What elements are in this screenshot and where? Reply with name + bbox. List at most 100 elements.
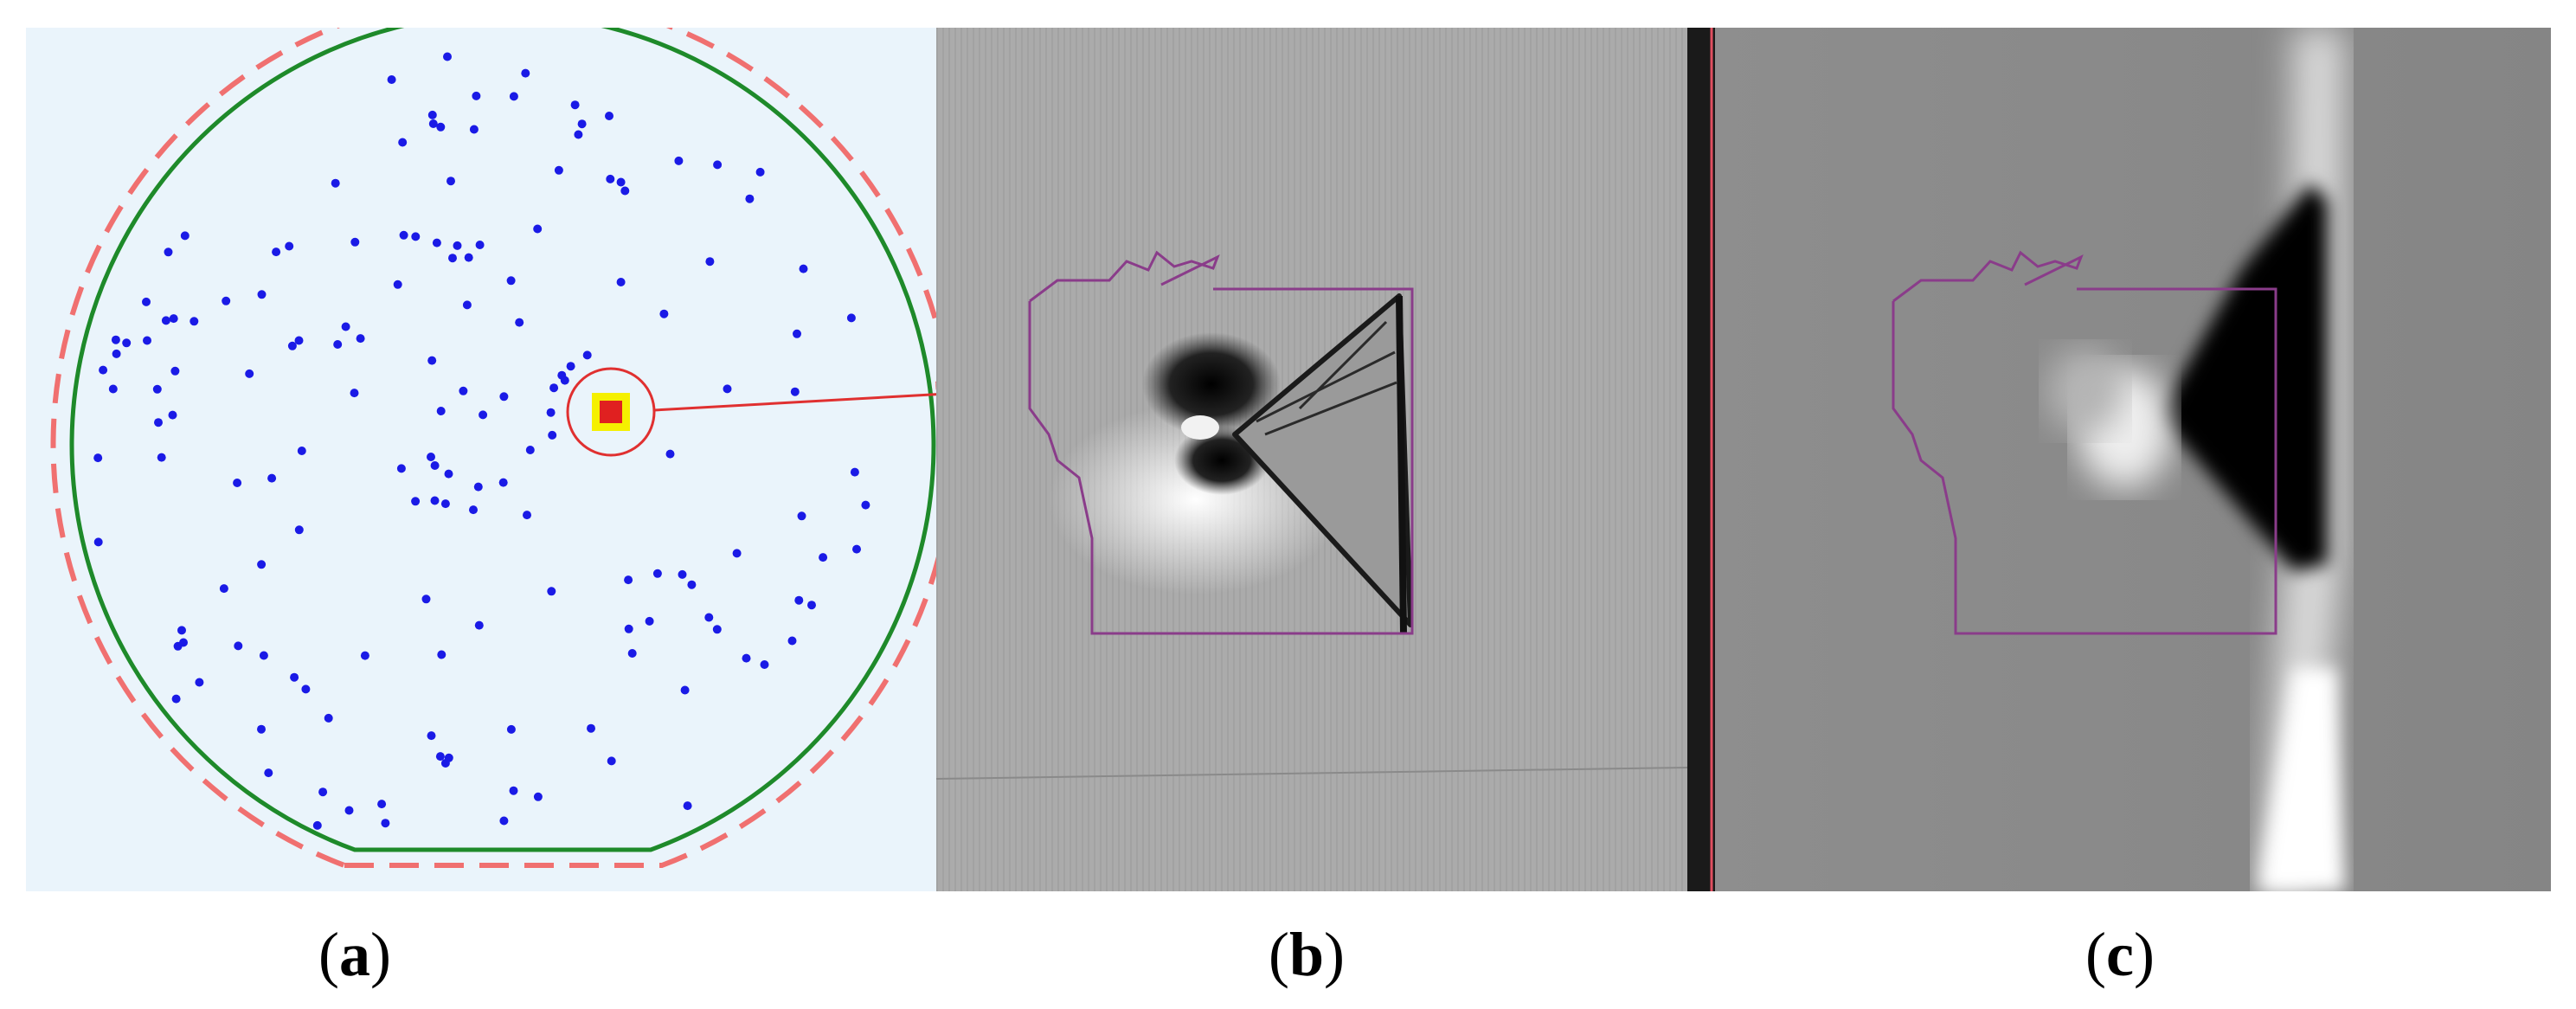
defect-point (387, 75, 396, 84)
defect-point (861, 500, 870, 510)
defect-point (180, 231, 190, 241)
defect-point (287, 341, 297, 350)
defect-point (704, 613, 714, 622)
defect-point (548, 430, 557, 440)
defect-point (427, 110, 437, 119)
defect-point (432, 238, 441, 247)
defect-point (498, 478, 508, 487)
caption-c: (c) (2085, 920, 2155, 989)
defect-point (605, 112, 613, 120)
defect-point (152, 384, 162, 394)
defect-point (430, 461, 440, 470)
defect-point (799, 264, 808, 273)
defect-point (341, 322, 350, 331)
blurred-image-panel (1687, 28, 2551, 891)
defect-point (350, 389, 359, 398)
defect-point (683, 801, 692, 811)
defect-point (290, 672, 299, 682)
defect-point (506, 724, 516, 734)
defect-point (427, 453, 435, 461)
defect-point (436, 407, 446, 415)
defect-point (566, 362, 575, 371)
defect-point (473, 482, 483, 492)
defect-point (381, 819, 390, 828)
defect-point (712, 625, 722, 634)
microscope-image-svg (936, 28, 1687, 891)
caption-a: (a) (318, 920, 391, 989)
defect-point (443, 52, 452, 61)
defect-point (546, 408, 556, 417)
defect-point (108, 384, 118, 394)
defect-point (533, 792, 543, 801)
defect-point (259, 651, 268, 660)
defect-point (122, 338, 132, 348)
defect-point (285, 241, 294, 251)
defect-point (624, 575, 633, 585)
defect-point (723, 384, 732, 394)
defect-point (177, 626, 186, 635)
defect-point (99, 365, 108, 375)
defect-point (411, 497, 421, 506)
defect-point (398, 138, 408, 147)
defect-point (499, 816, 509, 826)
defect-point (312, 820, 322, 830)
defect-point (294, 525, 304, 535)
defect-point (324, 713, 333, 723)
highlighted-defect (600, 401, 622, 423)
defect-point (523, 511, 531, 520)
defect-point (437, 650, 446, 659)
defect-point (435, 752, 445, 762)
defect-point (627, 649, 637, 658)
wafer-map-svg (50, 28, 936, 868)
defect-point (294, 336, 304, 345)
defect-point (760, 660, 769, 669)
defect-point (168, 410, 177, 420)
defect-point (444, 469, 453, 479)
defect-point (525, 446, 535, 454)
defect-point (161, 316, 170, 325)
defect-point (111, 335, 120, 344)
defect-point (624, 624, 633, 633)
defect-point (195, 678, 204, 687)
defect-point (469, 505, 478, 515)
defect-point (440, 499, 450, 509)
defect-point (659, 309, 669, 318)
defect-point (393, 280, 402, 289)
defect-point (645, 616, 654, 626)
defect-point (360, 651, 369, 660)
defect-point (301, 684, 311, 694)
defect-point (557, 370, 567, 380)
defect-point (179, 638, 188, 647)
defect-point (469, 125, 479, 134)
defect-point (93, 537, 103, 547)
defect-point (787, 636, 797, 646)
defect-point (396, 464, 406, 473)
defect-point (607, 756, 616, 766)
defect-point (157, 453, 166, 462)
defect-point (790, 387, 800, 396)
defect-point (745, 194, 755, 203)
defect-point (272, 247, 281, 257)
defect-point (587, 723, 595, 733)
defect-point (616, 278, 626, 286)
defect-point (464, 253, 473, 262)
defect-feature (1232, 293, 1413, 627)
defect-point (574, 130, 583, 139)
defect-point (462, 300, 472, 310)
defect-point (742, 653, 751, 663)
defect-point (164, 247, 173, 257)
defect-point (547, 587, 556, 596)
defect-point (797, 511, 806, 521)
defect-point (474, 620, 484, 630)
defect-point (154, 418, 163, 427)
defect-point (257, 290, 267, 299)
blurred-image-svg (1687, 28, 2551, 891)
defect-point (479, 410, 488, 420)
defect-point (509, 786, 518, 795)
defect-point (570, 100, 580, 110)
defect-point (793, 329, 801, 338)
defect-point (377, 800, 387, 809)
defect-point (616, 177, 626, 187)
defect-point (444, 753, 453, 762)
defect-point (509, 92, 518, 101)
